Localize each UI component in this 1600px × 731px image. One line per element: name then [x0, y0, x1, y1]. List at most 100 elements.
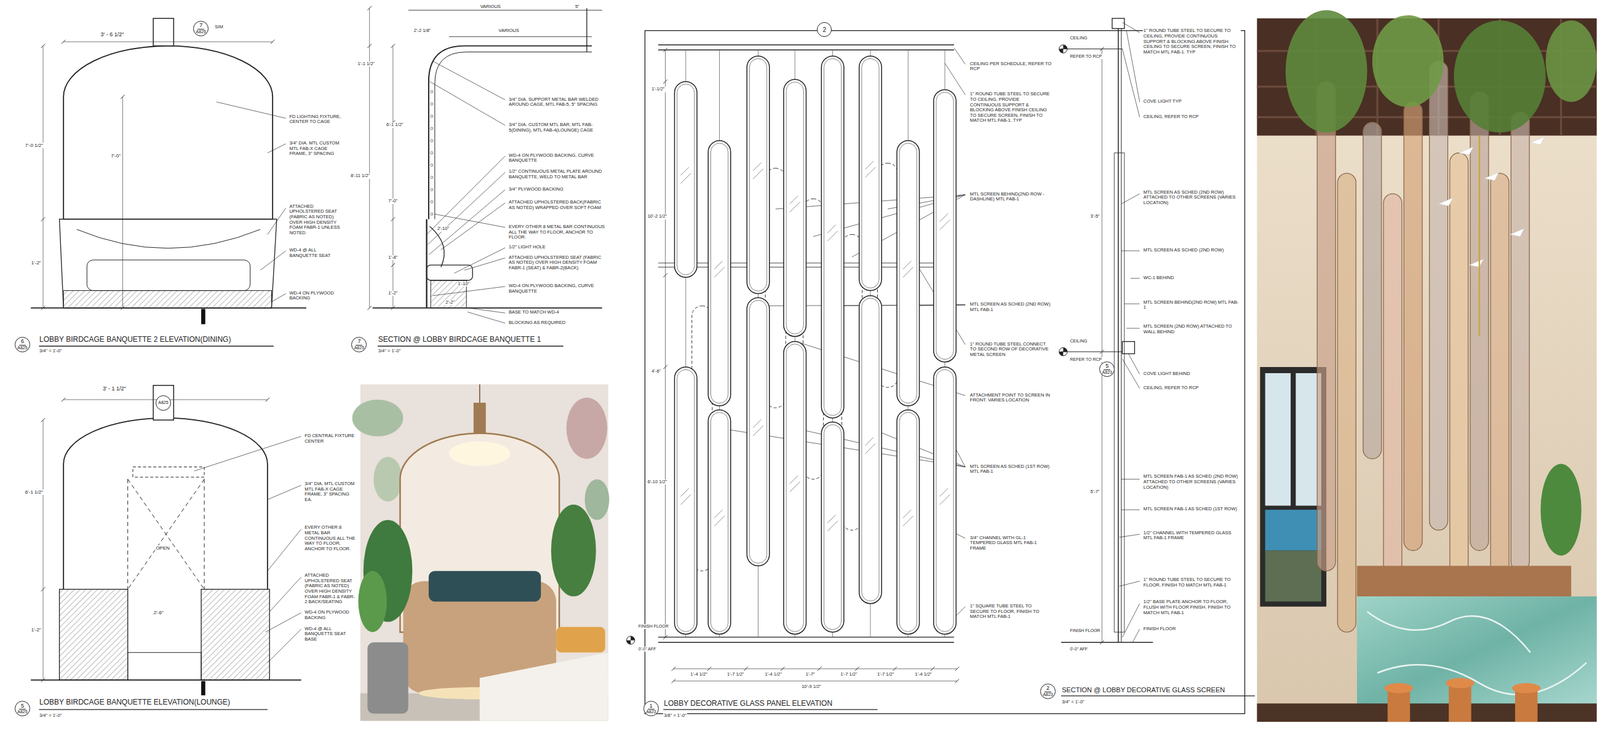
seat-back	[76, 229, 261, 249]
dimension-text: 6'-1 1/2"	[385, 122, 404, 128]
plant	[358, 571, 387, 633]
dimension-tick	[855, 667, 860, 672]
bubble-text: 5	[1103, 363, 1111, 371]
glass-frame	[710, 412, 728, 633]
dimension-text: 1'-8"	[387, 255, 399, 261]
dimension-tick	[663, 635, 668, 640]
glass-channel	[1114, 153, 1125, 633]
note-text: EVERY OTHER 8 METAL BAR CONTINUOUS ALL T…	[508, 224, 607, 241]
note-text: WD-4 @ ALL BANQUETTE SEAT BASE	[303, 626, 357, 643]
dimension-tick	[663, 47, 668, 53]
bubble-text: 7	[197, 22, 205, 30]
note-text: 3/4" DIA. MTL CUSTOM MTL FAB-X CAGE FRAM…	[288, 140, 346, 157]
bubble-text: A825	[158, 400, 168, 406]
note-text: MTL SCREEN AS SCHED (2ND ROW) ATTACHED T…	[1142, 190, 1242, 207]
window-frame	[1259, 367, 1327, 608]
callout-bubble: 5A823	[1099, 361, 1115, 378]
cove-light	[1122, 342, 1135, 355]
bar-section	[430, 151, 434, 155]
dimension-text: 10'-9 1/2"	[800, 684, 822, 691]
dimension-tick	[671, 679, 677, 684]
note-text: MTL SCREEN AS SCHED (2ND ROW) MTL FAB-1	[969, 302, 1053, 313]
view-title: SECTION @ LOBBY DECORATIVE GLASS SCREEN	[1061, 686, 1226, 695]
glass-reflection	[939, 488, 951, 506]
callout-bubble: 5A825	[14, 701, 31, 717]
cage-bar	[68, 4, 70, 451]
glass-frame	[936, 369, 954, 632]
dimension-text: 2'-2"	[444, 300, 456, 306]
note-text: WC-1 BEHIND	[1142, 275, 1242, 282]
glass-reflection	[714, 261, 725, 279]
dimension-text: 3/8" = 1'-0"	[663, 713, 688, 720]
dimension-text: 1'-7 1/2"	[876, 672, 895, 678]
cage-bar	[404, 4, 406, 465]
glass-capsule	[708, 140, 731, 406]
note-text: 1/2" CHANNEL WITH TEMPERED GLASS MTL FAB…	[1142, 530, 1242, 542]
glass-capsule	[1317, 81, 1336, 572]
note-text: CEILING PER SCHEDULE, REFER TO RCP	[969, 61, 1053, 72]
glass-frame	[861, 58, 880, 288]
note-text: ATTACHED UPHOLSTERED SEAT (FABRIC AS NOT…	[508, 255, 607, 272]
dimension-tick	[663, 79, 668, 84]
dimension-tick	[391, 263, 396, 268]
ceiling-line	[658, 44, 955, 45]
callout-bubble: A825	[155, 395, 172, 411]
opening-lines	[127, 479, 205, 590]
stool	[1448, 683, 1471, 723]
dimension-text: 3'-5"	[1090, 214, 1101, 220]
ceiling-line	[1061, 351, 1123, 353]
level-symbol	[626, 636, 635, 645]
dimension-tick	[61, 39, 66, 45]
dimension-tick	[41, 305, 46, 311]
cage-outline	[63, 418, 268, 590]
note-text: 3/4" PLYWOOD BACKING	[508, 187, 607, 193]
dim-line	[449, 36, 592, 37]
dimension-text: 1'-1 1/2"	[357, 61, 376, 68]
floor-line	[372, 307, 603, 309]
glass-reflection	[903, 509, 914, 527]
glass-frame	[823, 425, 841, 630]
bubble-text: 5	[19, 703, 26, 711]
cage-light	[449, 441, 510, 467]
bar-section	[430, 127, 434, 130]
note-text: WD-4 ON PLYWOOD BACKING, CURVE BANQUETTE	[508, 283, 607, 295]
bar-section	[430, 212, 434, 216]
bar-section	[430, 188, 434, 191]
marble-vein	[1367, 612, 1588, 696]
note-text: ATTACHED UPHOLSTERED BACK(FABRIC AS NOTE…	[508, 199, 607, 211]
dimension-text: CEILING	[1069, 35, 1088, 41]
glass-capsule	[933, 89, 956, 363]
planter	[367, 642, 408, 715]
banquette-block	[59, 589, 128, 681]
note-text: FD CENTRAL FIXTURE CENTER	[303, 433, 357, 445]
note-text: 3/4" DIA. CUSTOM MTL BAR, MTL FAB-5(DINI…	[508, 122, 607, 133]
bar-section	[430, 139, 434, 143]
note-text: 1" ROUND TUBE STEEL CONNECT TO SECOND RO…	[969, 342, 1053, 359]
glass-capsule	[1337, 173, 1356, 633]
bubble-text: A825	[17, 709, 28, 715]
glass-reflection	[865, 161, 876, 178]
upholstered-back	[429, 226, 445, 267]
cage-neck	[473, 402, 486, 434]
glass-capsule	[746, 55, 769, 294]
note-text: FINISH FLOOR	[1142, 626, 1242, 633]
dimension-text: 3/4" = 1'-0"	[377, 348, 402, 355]
dimension-tick	[41, 217, 46, 222]
note-text: 1" ROUND TUBE STEEL TO SECURE TO CEILING…	[969, 91, 1053, 124]
banquette-block	[201, 589, 270, 681]
glass-screen	[1317, 60, 1530, 633]
dimension-tick	[41, 587, 46, 592]
cage-neck	[153, 385, 174, 421]
glass-reflection	[789, 476, 801, 493]
title-underline	[38, 345, 274, 347]
dimension-text: 7'-0"	[387, 198, 399, 205]
reception-desk	[1357, 596, 1597, 709]
dimension-tick	[367, 305, 372, 311]
callout-bubble: 2A823	[1040, 684, 1056, 700]
dimension-text: 7'-0"	[110, 153, 122, 159]
floor-line	[1061, 642, 1153, 643]
dimension-tick	[61, 398, 66, 403]
dimension-text: 10'-2 1/2"	[647, 214, 669, 220]
note-text: ATTACHED UPHOLSTERED SEAT (FABRIC AS NOT…	[288, 204, 346, 237]
